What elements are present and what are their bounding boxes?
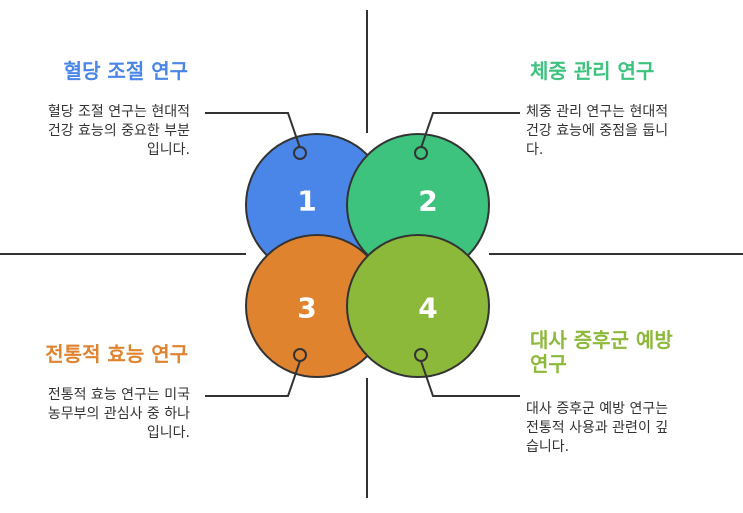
connector-4-dot	[414, 348, 428, 362]
section-4-title: 대사 증후군 예방 연구	[530, 328, 673, 376]
connector-2-dot	[414, 146, 428, 160]
circle-4-number: 4	[418, 292, 437, 325]
section-2-desc: 체중 관리 연구는 현대적 건강 효능에 중점을 둡니 다.	[526, 104, 669, 158]
section-4-desc: 대사 증후군 예방 연구는 전통적 사용과 관련이 깊 습니다.	[526, 401, 669, 455]
section-1-desc: 혈당 조절 연구는 현대적 건강 효능의 중요한 부분 입니다.	[47, 104, 190, 158]
connector-1-dot	[293, 146, 307, 160]
circle-2-number: 2	[418, 185, 437, 218]
connector-3	[205, 360, 301, 397]
connector-3-dot	[293, 348, 307, 362]
section-3-desc: 전통적 효능 연구는 미국 농무부의 관심사 중 하나 입니다.	[47, 387, 190, 441]
connector-2	[420, 112, 520, 149]
circle-3-number: 3	[297, 292, 316, 325]
circle-1-number: 1	[297, 185, 316, 218]
connector-1	[205, 112, 301, 149]
section-2-title: 체중 관리 연구	[530, 59, 655, 83]
section-3-title: 전통적 효능 연구	[45, 342, 188, 366]
section-1-title: 혈당 조절 연구	[63, 59, 188, 83]
circle-4	[346, 234, 490, 378]
connector-4	[420, 360, 520, 397]
